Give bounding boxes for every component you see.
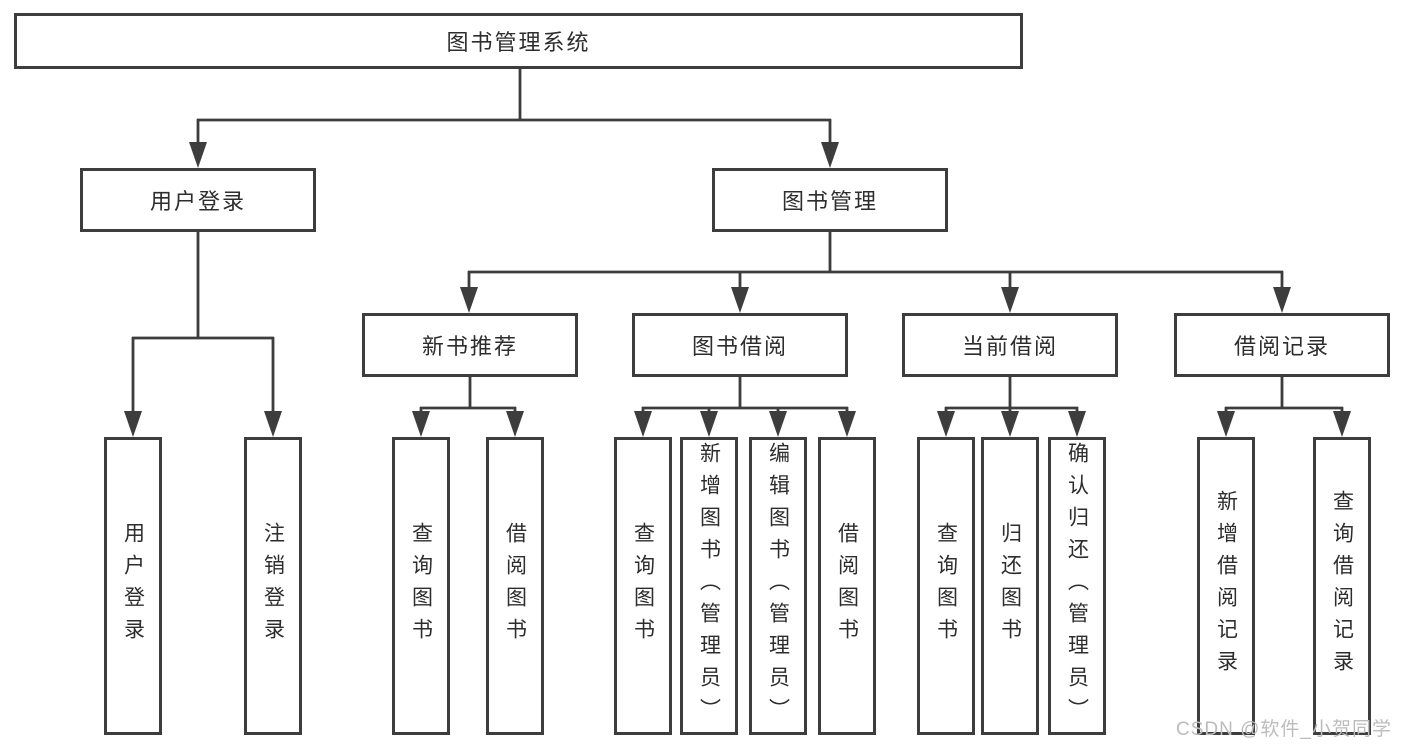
leaf-records-query-record: 查询借阅记录 — [1313, 437, 1371, 735]
leaf-newbooks-borrow-books-label: 借阅图书 — [503, 522, 527, 650]
node-book-borrow-label: 图书借阅 — [691, 334, 788, 359]
leaf-records-add-record-label: 新增借阅记录 — [1214, 490, 1238, 682]
node-book-management-label: 图书管理 — [781, 189, 878, 214]
node-current-borrow: 当前借阅 — [902, 313, 1118, 377]
leaf-records-add-record: 新增借阅记录 — [1197, 437, 1255, 735]
leaf-borrow-edit-books-admin: 编辑图书（管理员） — [749, 437, 807, 735]
node-new-books-label: 新书推荐 — [421, 334, 518, 359]
leaf-current-query-books-label: 查询图书 — [934, 522, 958, 650]
node-borrow-records-label: 借阅记录 — [1233, 334, 1330, 359]
node-current-borrow-label: 当前借阅 — [961, 334, 1058, 359]
leaf-logout: 注销登录 — [244, 437, 302, 735]
leaf-current-confirm-return-admin-label: 确认归还（管理员） — [1065, 442, 1089, 730]
node-root-label: 图书管理系统 — [446, 30, 591, 55]
leaf-user-login-label: 用户登录 — [121, 522, 145, 650]
leaf-current-return-books-label: 归还图书 — [998, 522, 1022, 650]
node-user-login-label: 用户登录 — [149, 189, 246, 214]
watermark: CSDN @软件_小贺同学 — [1176, 719, 1392, 740]
leaf-borrow-add-books-admin-label: 新增图书（管理员） — [697, 442, 721, 730]
node-root: 图书管理系统 — [14, 13, 1023, 69]
leaf-borrow-query-books: 查询图书 — [614, 437, 672, 735]
leaf-borrow-borrow-books: 借阅图书 — [818, 437, 876, 735]
leaf-logout-label: 注销登录 — [261, 522, 285, 650]
leaf-borrow-borrow-books-label: 借阅图书 — [835, 522, 859, 650]
node-borrow-records: 借阅记录 — [1174, 313, 1390, 377]
leaf-newbooks-query-books: 查询图书 — [392, 437, 450, 735]
leaf-newbooks-borrow-books: 借阅图书 — [486, 437, 544, 735]
node-new-books: 新书推荐 — [362, 313, 578, 377]
leaf-records-query-record-label: 查询借阅记录 — [1330, 490, 1354, 682]
leaf-borrow-edit-books-admin-label: 编辑图书（管理员） — [766, 442, 790, 730]
leaf-user-login: 用户登录 — [104, 437, 162, 735]
leaf-newbooks-query-books-label: 查询图书 — [409, 522, 433, 650]
leaf-current-return-books: 归还图书 — [981, 437, 1039, 735]
leaf-current-confirm-return-admin: 确认归还（管理员） — [1048, 437, 1106, 735]
leaf-current-query-books: 查询图书 — [917, 437, 975, 735]
node-book-management: 图书管理 — [712, 168, 948, 232]
leaf-borrow-add-books-admin: 新增图书（管理员） — [680, 437, 738, 735]
leaf-borrow-query-books-label: 查询图书 — [631, 522, 655, 650]
node-book-borrow: 图书借阅 — [632, 313, 848, 377]
node-user-login: 用户登录 — [80, 168, 316, 232]
